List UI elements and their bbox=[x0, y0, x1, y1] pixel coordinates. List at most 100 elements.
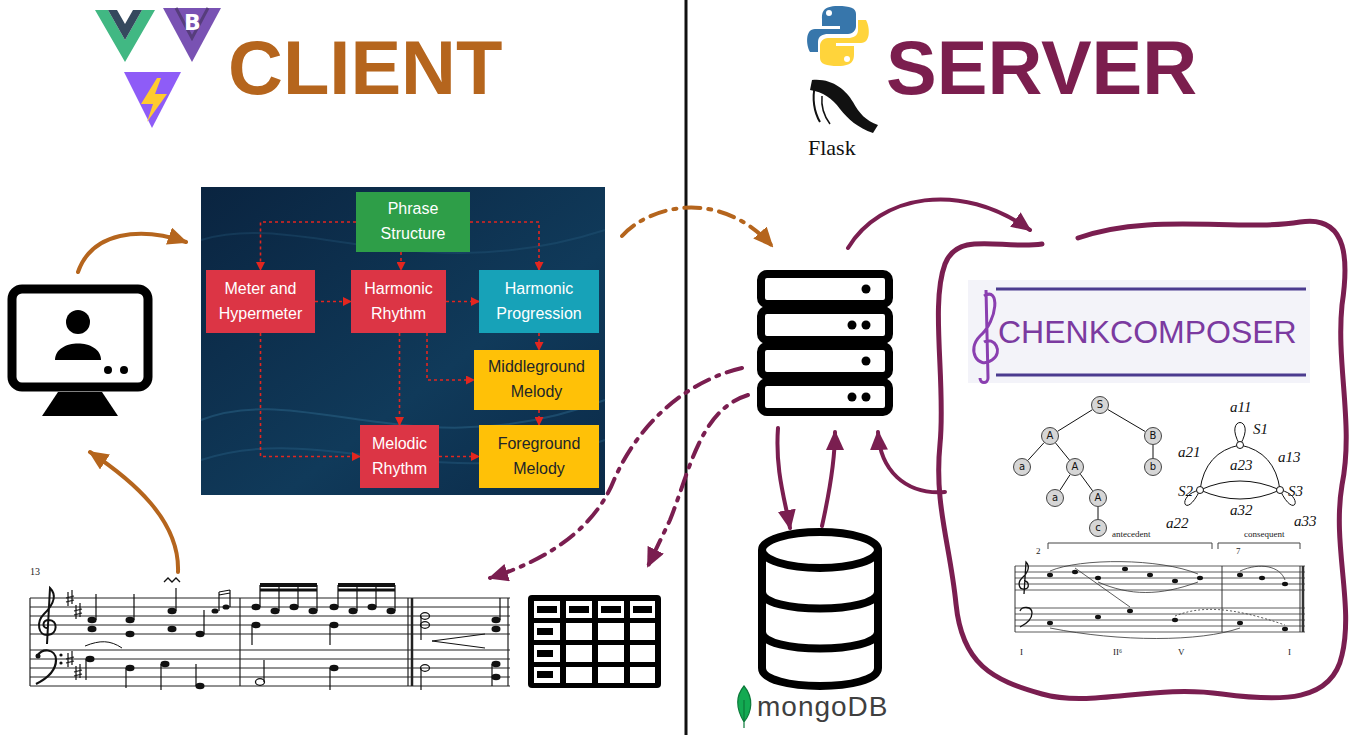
table-icon-part bbox=[534, 601, 655, 683]
tree-node: A bbox=[1089, 489, 1107, 507]
sheet-music-part bbox=[256, 613, 430, 686]
dependency-arrow bbox=[470, 222, 539, 270]
table-icon-part-part bbox=[598, 601, 624, 618]
analysis-score-part bbox=[1019, 562, 1028, 594]
dependency-arrow bbox=[446, 301, 479, 303]
analysis-score-part-part bbox=[1172, 618, 1178, 622]
sheet-music-part bbox=[36, 654, 41, 659]
node-text: Phrase Structure bbox=[362, 197, 464, 247]
table-icon-part-part bbox=[566, 623, 592, 640]
dependency-arrow bbox=[538, 333, 540, 350]
table-icon-part-part bbox=[534, 601, 560, 618]
sheet-music-part-part bbox=[349, 608, 358, 615]
table-icon-part-part bbox=[537, 606, 557, 613]
node-text-group: S bbox=[1097, 400, 1103, 410]
sheet-music-part-part bbox=[387, 608, 396, 615]
node-text-group: Melodic Rhythm bbox=[366, 432, 433, 482]
logo-text: CHENKCOMPOSER bbox=[998, 316, 1297, 348]
sheet-music-part-part bbox=[492, 617, 501, 624]
table-icon bbox=[528, 595, 661, 688]
markov-graph-part bbox=[1197, 487, 1204, 494]
sheet-music-part bbox=[260, 583, 395, 587]
markov-graph-part bbox=[1200, 490, 1280, 499]
roman-numeral: II⁶ bbox=[1113, 648, 1122, 657]
table-icon-part-part bbox=[630, 667, 655, 683]
node-text: S bbox=[1097, 400, 1103, 410]
sheet-music-part-part bbox=[421, 613, 430, 620]
node-text-group: B bbox=[1150, 431, 1157, 441]
bootstrap-logo-part bbox=[163, 8, 221, 62]
sheet-music-part-part bbox=[421, 665, 430, 672]
schenkcomposer-region-part bbox=[996, 289, 1306, 375]
side-heading: CLIENT bbox=[228, 30, 502, 106]
transition-label: a21 bbox=[1178, 445, 1201, 460]
table-icon-part-part bbox=[598, 645, 624, 662]
analysis-score-part bbox=[1302, 566, 1305, 632]
dependency-arrow bbox=[261, 333, 361, 457]
analysis-score-part bbox=[1047, 567, 1288, 631]
table-icon-part-part bbox=[534, 623, 560, 640]
node-text: Harmonic Progression bbox=[485, 277, 593, 327]
analysis-score-part-part bbox=[1095, 615, 1101, 619]
sheet-music-part-part bbox=[368, 604, 377, 611]
flow-arrows bbox=[78, 199, 1030, 578]
vite-logo-part bbox=[124, 72, 181, 128]
table-icon-part-part bbox=[630, 645, 655, 662]
sheet-music-part bbox=[30, 598, 508, 686]
node-text-group: a bbox=[1019, 462, 1025, 472]
tree-node: A bbox=[1041, 427, 1059, 445]
divider-line bbox=[685, 0, 688, 735]
logo-text: mongoDB bbox=[757, 693, 889, 721]
sheet-music-part-part bbox=[88, 626, 97, 633]
measure-number: 7 bbox=[1236, 547, 1241, 556]
tree-node: A bbox=[1066, 458, 1084, 476]
table-icon-part-part bbox=[630, 601, 655, 618]
database-icon bbox=[762, 532, 878, 686]
tree-branch bbox=[1056, 443, 1070, 460]
app-screenshot-panel-part bbox=[201, 187, 605, 495]
tree-node: c bbox=[1089, 519, 1107, 537]
analysis-score-part-part bbox=[1147, 573, 1153, 577]
node-text: Harmonic Rhythm bbox=[357, 277, 440, 327]
flow-arrows-part bbox=[777, 428, 790, 528]
sheet-music-part-part bbox=[492, 626, 501, 633]
state-label: S2 bbox=[1178, 484, 1193, 499]
analysis-score-part bbox=[1020, 607, 1032, 627]
schenkcomposer-region bbox=[938, 221, 1346, 698]
dependency-arrow bbox=[439, 456, 479, 458]
vite-logo-part bbox=[141, 78, 167, 122]
process-box: Harmonic Progression bbox=[479, 270, 599, 333]
table-icon-part-part bbox=[598, 667, 624, 683]
sheet-music bbox=[30, 578, 510, 690]
server-lights-part bbox=[848, 321, 857, 330]
analysis-score-part-part bbox=[1237, 573, 1243, 577]
melody-box: Foreground Melody bbox=[479, 425, 599, 488]
node-text: Meter and Hypermeter bbox=[212, 277, 309, 327]
table-icon-part-part bbox=[633, 606, 652, 613]
sheet-music-part-part bbox=[168, 608, 177, 615]
analysis-score-part bbox=[1175, 609, 1285, 625]
state-label: S3 bbox=[1288, 484, 1303, 499]
sheet-music-part bbox=[164, 578, 180, 582]
sheet-music-part-part bbox=[126, 665, 135, 672]
flow-arrows-part bbox=[648, 395, 748, 566]
node-text: b bbox=[1150, 462, 1156, 472]
analysis-score-part-part bbox=[1095, 576, 1101, 580]
sheet-music-part bbox=[59, 661, 62, 664]
logo-letter: B bbox=[184, 12, 201, 34]
tree-node: B bbox=[1144, 427, 1162, 445]
dependency-arrow bbox=[315, 301, 351, 303]
flow-arrows-part bbox=[878, 432, 945, 492]
sheet-music-part-part bbox=[223, 604, 230, 609]
logo-text: Flask bbox=[808, 137, 856, 159]
transition-label: a22 bbox=[1166, 516, 1189, 531]
flow-arrows-part bbox=[78, 234, 186, 272]
sheet-music-part-part bbox=[161, 661, 170, 668]
analysis-score-part-part bbox=[1282, 627, 1288, 631]
bootstrap-logo-part bbox=[176, 8, 208, 38]
schenkcomposer-region-part bbox=[968, 280, 1310, 383]
sheet-music-part-part bbox=[492, 674, 501, 681]
node-text-group: Foreground Melody bbox=[485, 432, 593, 482]
analysis-score-part bbox=[1048, 543, 1300, 549]
